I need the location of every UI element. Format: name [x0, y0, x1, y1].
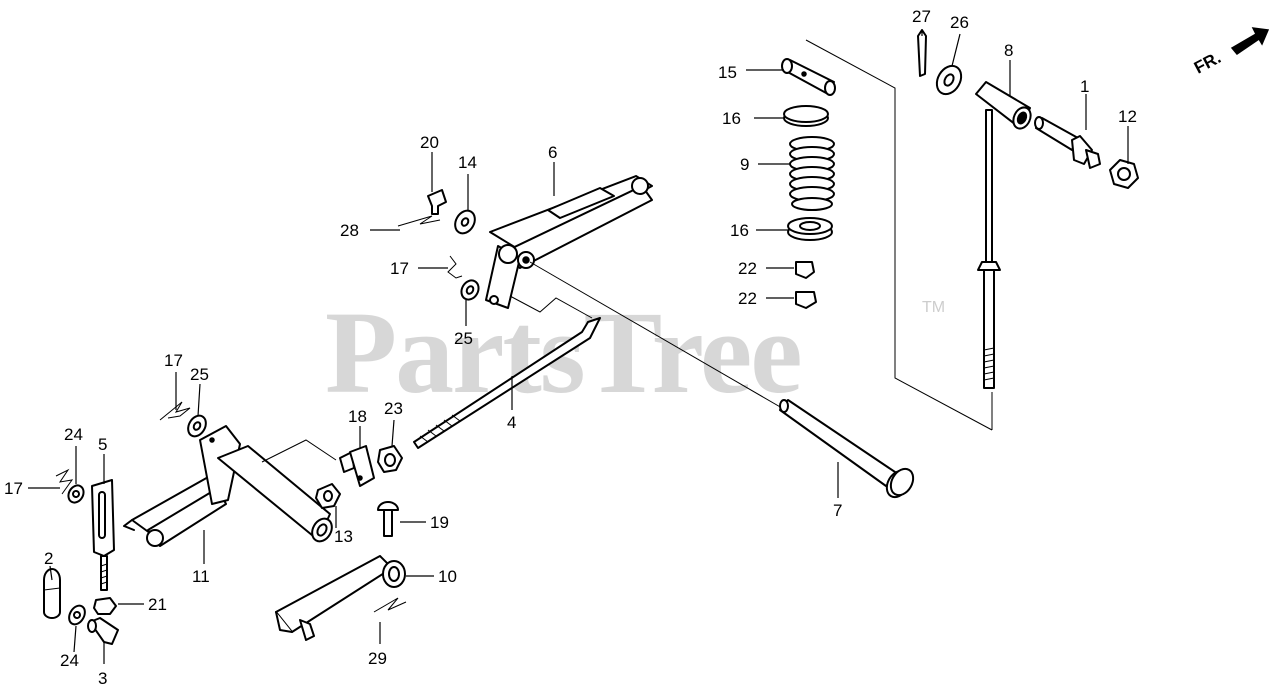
callout-part-22-upper: 22: [738, 259, 757, 278]
callout-part-7: 7: [833, 501, 842, 520]
callout-part-17-left: 17: [164, 351, 183, 370]
part-27-cotter-pin: [917, 29, 927, 77]
callout-part-12: 12: [1118, 107, 1137, 126]
callout-part-15: 15: [718, 63, 737, 82]
part-25-washer-upper: [460, 279, 480, 301]
callout-part-17-upper: 17: [390, 259, 409, 278]
callout-part-19: 19: [430, 513, 449, 532]
part-7-long-pin: [529, 261, 915, 499]
callout-part-10: 10: [438, 567, 457, 586]
part-2-clip: [43, 568, 61, 619]
callout-part-3: 3: [98, 669, 107, 688]
callout-part-25-left: 25: [190, 365, 209, 384]
part-17-clip-left: [159, 401, 191, 421]
callout-part-27: 27: [912, 7, 931, 26]
part-20-clip: [427, 189, 447, 215]
callout-part-6: 6: [548, 143, 557, 162]
part-12-nut: [1109, 159, 1139, 189]
part-5-slotted-link: [91, 479, 115, 591]
part-9-spring: [789, 136, 835, 211]
arrow-icon: [1230, 27, 1270, 56]
part-17-clip-far-left: [55, 468, 74, 495]
callout-part-1: 1: [1080, 77, 1089, 96]
part-23-nut: [377, 445, 403, 473]
leader-lines: [28, 30, 1129, 664]
callout-part-18: 18: [348, 407, 367, 426]
part-4-rod: [413, 295, 601, 449]
callout-part-29: 29: [368, 649, 387, 668]
part-1-shoulder-bolt: [1034, 116, 1101, 169]
part-17-clip-upper: [447, 255, 463, 279]
front-direction-label: FR.: [1191, 48, 1224, 78]
part-24-washer-lower: [68, 604, 86, 626]
part-24-washer-upper: [67, 484, 85, 504]
callout-part-26: 26: [950, 13, 969, 32]
callout-part-25-upper: 25: [454, 329, 473, 348]
part-6-pivot-arm: [485, 175, 653, 309]
callout-part-16-lower: 16: [730, 221, 749, 240]
part-25-washer-left: [187, 414, 207, 438]
part-3-bolt: [87, 617, 119, 645]
callout-part-21: 21: [148, 595, 167, 614]
part-11-lever-arm: [123, 425, 337, 547]
part-29-clip: [373, 597, 407, 613]
callout-part-5: 5: [98, 435, 107, 454]
callout-part-2: 2: [44, 549, 53, 568]
part-26-washer: [935, 64, 963, 96]
part-22-nut-lower: [795, 291, 817, 309]
callout-part-17-far-left: 17: [4, 479, 23, 498]
part-8-adjust-rod: [975, 81, 1032, 389]
callout-part-22-lower: 22: [738, 289, 757, 308]
callout-part-14: 14: [458, 153, 477, 172]
callout-part-20: 20: [420, 133, 439, 152]
callout-part-13: 13: [334, 527, 353, 546]
callout-labels: 1 2 3 4 5 6 7 8 9 10 11 12 13 14 15 16 1…: [4, 7, 1137, 688]
watermark-trademark: TM: [922, 299, 945, 316]
callout-part-23: 23: [384, 399, 403, 418]
callout-part-11: 11: [192, 567, 210, 586]
part-18-clevis: [339, 445, 375, 487]
part-14-washer: [454, 209, 476, 235]
part-10-link-plate: [275, 555, 406, 641]
callout-part-24-lower: 24: [60, 651, 79, 670]
front-direction-indicator: FR.: [1191, 27, 1270, 78]
callout-part-16-upper: 16: [722, 109, 741, 128]
part-22-nut-upper: [795, 261, 815, 279]
part-16-lower-washer: [787, 217, 833, 241]
callout-part-8: 8: [1004, 41, 1013, 60]
callout-part-28: 28: [340, 221, 359, 240]
part-13-nut: [315, 483, 341, 509]
part-28-hairpin-clip: [397, 215, 441, 227]
part-21-nut: [93, 597, 117, 615]
part-15-pin: [781, 58, 836, 96]
callout-part-4: 4: [507, 413, 516, 432]
part-19-bolt: [377, 501, 399, 537]
part-16-upper-washer: [783, 105, 829, 127]
callout-part-9: 9: [740, 155, 749, 174]
callout-part-24-upper: 24: [64, 425, 83, 444]
assembly-guide-line: [805, 39, 993, 431]
